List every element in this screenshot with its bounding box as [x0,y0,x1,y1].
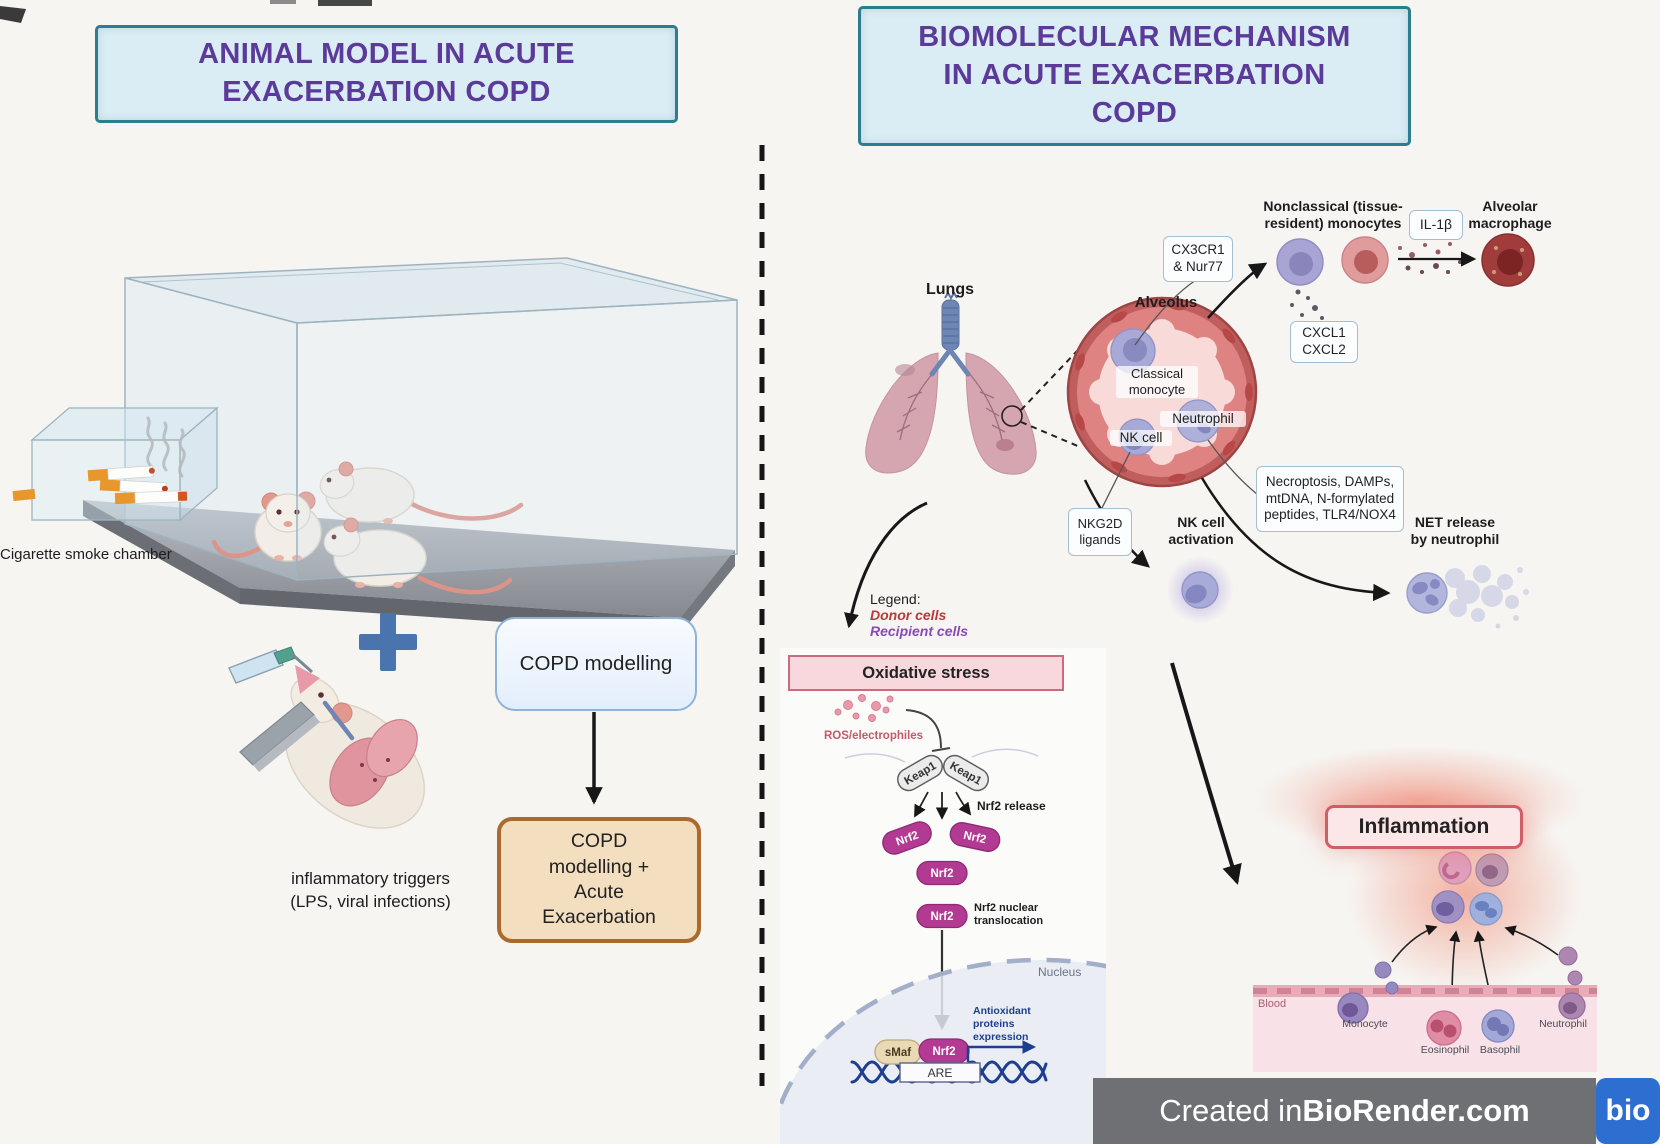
legend-title: Legend: [870,591,921,607]
eosinophil-cell [1426,1010,1462,1046]
net-neutrophil-cell [1406,565,1529,629]
biorender-credit-bar: Created in BioRender.com [1093,1078,1596,1144]
classical-monocyte-cell [1110,328,1156,374]
trachea-line [322,700,355,741]
ros-label: ROS/electrophiles [824,730,924,742]
neutrophil-label: Neutrophil [1160,411,1246,428]
left-panel-title: ANIMAL MODEL IN ACUTE EXACERBATION COPD [95,25,678,123]
nk-activated-cell [1166,556,1234,624]
syringe-icon [228,646,314,684]
credit-text: Created in [1159,1093,1303,1128]
necroptosis-box: Necroptosis, DAMPs, mtDNA, N-formylated … [1256,466,1404,532]
flow-arrows [844,251,1477,885]
legend-donor: Donor cells [870,607,947,623]
magnifier-dashed-lines [1020,350,1081,448]
smoke-icon [146,416,186,478]
cytoskeleton-lines [844,748,1039,763]
svg-text:sMaf: sMaf [885,1047,911,1059]
chamber-label: Cigarette smoke chamber [0,546,172,563]
legend-recipient: Recipient cells [870,623,969,639]
biorender-logo: bio [1596,1078,1660,1144]
neutrophil-cell-blood [1558,946,1586,1020]
svg-text:Nrf2: Nrf2 [930,868,953,880]
nonclassical-monocyte-cells [1276,236,1389,286]
nrf2-pill: Nrf2 [949,822,1001,852]
secreted-particle-dots [1290,242,1462,320]
svg-text:ARE: ARE [928,1066,953,1080]
nrf2-translocation-label: Nrf2 nuclear translocation [974,902,1044,928]
nrf2-pill: Nrf2 [916,903,968,929]
brand-text: BioRender.com [1302,1093,1530,1128]
net-blob [1445,565,1529,629]
lungs-illustration [865,291,1081,475]
blood-cells [1337,946,1586,1046]
blood-label: Blood [1258,998,1287,1010]
monocyte-label: Monocyte [1342,1018,1388,1030]
basophil-cell [1481,1009,1515,1043]
ros-dots [834,694,894,722]
cx3cr1-box: CX3CR1 & Nur77 [1163,236,1233,282]
eosinophil-label: Eosinophil [1420,1044,1470,1056]
nk-cell-label: NK cell [1110,430,1172,447]
svg-text:Nrf2: Nrf2 [932,1046,955,1058]
instillation-illustration [228,646,426,829]
nrf2-release-label: Nrf2 release [977,799,1046,813]
antioxidant-label: Antioxidant proteins expression [973,1005,1031,1043]
copd-modelling-box: COPD modelling [495,617,697,711]
transcription-arrow [966,1040,1037,1062]
mouse-lower [323,517,513,595]
nk-activation-label: NK cell activation [1168,514,1234,548]
magnifier-circle [1001,405,1023,427]
neutrophil-blood-label: Neutrophil [1539,1018,1587,1030]
il1b-box: IL-1β [1409,210,1463,240]
nrf2-pill: Nrf2 [916,860,968,886]
mouse-front [211,491,322,562]
oxidative-stress-banner: Oxidative stress [788,655,1064,691]
nucleus-label: Nucleus [1038,965,1082,979]
classical-monocyte-label: Classical monocyte [1116,366,1198,398]
nrf2-pill: Nrf2 [918,1038,970,1064]
inflammation-cell-cluster [1431,851,1509,926]
blood-vessel [1253,985,1597,1072]
basophil-label: Basophil [1479,1044,1521,1056]
triggers-label: inflammatory triggers (LPS, viral infect… [290,869,451,911]
alveolar-wall-cells [1075,301,1253,483]
cigarette-box [12,406,219,522]
glass-chamber [124,257,738,582]
cigarettes-icon [12,465,188,505]
alveolar-macrophage-label: Alveolar macrophage [1468,198,1552,232]
smaf-pill: sMaf [874,1039,922,1065]
lungs-label: Lungs [926,281,974,298]
lung-lobe [366,719,418,777]
nkg2d-box: NKG2D ligands [1068,508,1132,556]
glass-chamber-front [296,299,738,581]
svg-text:Nrf2: Nrf2 [930,911,953,923]
inhibition-line [905,709,951,752]
mouse-upper [319,461,524,524]
nrf2-release-arrows [914,791,972,820]
svg-text:Nrf2: Nrf2 [962,830,987,847]
nrf2-pill: Nrf2 [882,821,932,855]
scan-artifact-marks [0,0,372,23]
inflammation-box: Inflammation [1325,805,1523,849]
mouse-mouth [295,665,320,694]
right-panel-title: BIOMOLECULAR MECHANISM IN ACUTE EXACERBA… [858,6,1411,146]
net-release-label: NET release by neutrophil [1410,514,1500,548]
cxcl-box: CXCL1 CXCL2 [1290,321,1358,363]
copd-exacerbation-box: COPD modelling + Acute Exacerbation [497,817,701,943]
plus-icon [359,613,417,671]
instrument-icon [239,701,320,772]
monocyte-cell [1337,961,1399,1024]
alveolar-macrophage-cell [1481,233,1535,287]
are-box: ARE [899,1062,981,1083]
nonclassical-monocytes-label: Nonclassical (tissue- resident) monocyte… [1263,198,1403,232]
alveolus-label: Alveolus [1134,294,1198,311]
